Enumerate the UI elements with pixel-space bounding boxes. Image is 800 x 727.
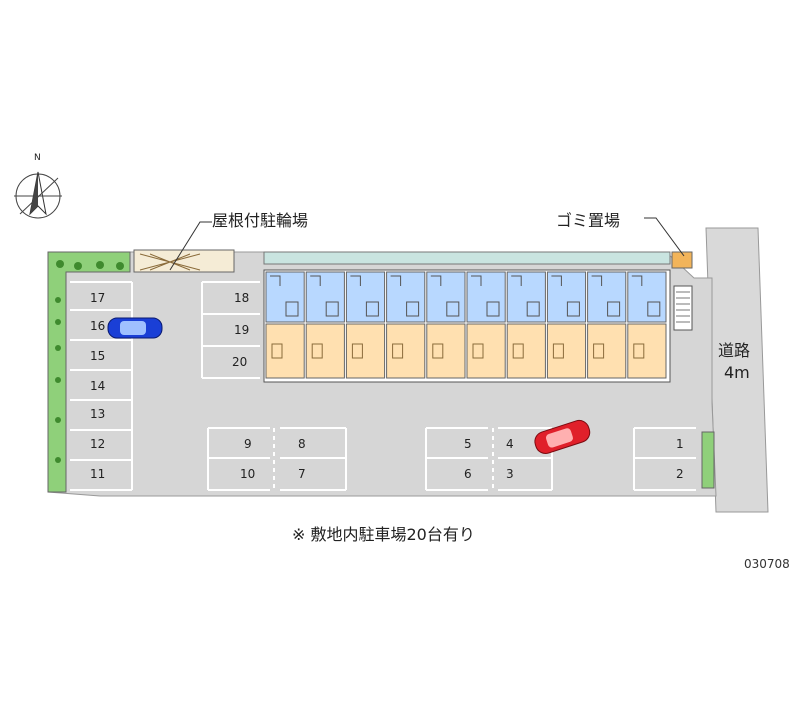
compass (14, 171, 62, 219)
garbage-area (671, 251, 693, 269)
shrubs (55, 260, 124, 463)
apartment-unit (546, 271, 587, 379)
slot-number-1: 1 (676, 437, 684, 451)
car-blue (107, 317, 163, 339)
stall-lines (70, 281, 696, 491)
stairs (673, 285, 693, 331)
fence (263, 251, 671, 265)
apartment-unit (587, 271, 627, 379)
garbage-leader (644, 217, 685, 257)
apartment-unit (305, 271, 345, 379)
slot-number-8: 8 (298, 437, 306, 451)
road-label-line1: 道路 (718, 341, 750, 360)
garbage-label: ゴミ置場 (556, 211, 620, 230)
slot-number-19: 19 (234, 323, 249, 337)
greenery-right (701, 431, 715, 489)
apartment-unit (345, 271, 386, 379)
slot-number-4: 4 (506, 437, 514, 451)
slot-number-9: 9 (244, 437, 252, 451)
slot-number-2: 2 (676, 467, 684, 481)
property-code: 030708 (744, 557, 790, 571)
road-label-line2: 4m (724, 363, 750, 382)
slot-number-14: 14 (90, 379, 105, 393)
slot-number-18: 18 (234, 291, 249, 305)
slot-number-17: 17 (90, 291, 105, 305)
slot-number-11: 11 (90, 467, 105, 481)
slot-number-6: 6 (464, 467, 472, 481)
slot-number-20: 20 (232, 355, 247, 369)
stair-steps (676, 291, 690, 323)
slot-number-16: 16 (90, 319, 105, 333)
shed-leader (169, 221, 212, 271)
apartment-unit (426, 271, 466, 379)
slot-number-5: 5 (464, 437, 472, 451)
apartment-unit (466, 271, 506, 379)
apartment-building (263, 269, 671, 383)
apartment-unit (265, 271, 305, 379)
slot-number-3: 3 (506, 467, 514, 481)
apartment-unit (627, 271, 667, 379)
bicycle-shed (133, 249, 235, 273)
parking-note: ※ 敷地内駐車場20台有り (292, 525, 475, 544)
bicycle-shed-label: 屋根付駐輪場 (212, 211, 308, 230)
apartment-unit (506, 271, 546, 379)
greenery-left (47, 251, 131, 493)
slot-number-7: 7 (298, 467, 306, 481)
slot-number-12: 12 (90, 437, 105, 451)
apartment-unit (386, 271, 426, 379)
slot-number-10: 10 (240, 467, 255, 481)
compass-north-label: N (34, 153, 41, 163)
car-red (534, 419, 591, 454)
slot-number-15: 15 (90, 349, 105, 363)
slot-number-13: 13 (90, 407, 105, 421)
shed-hatch (139, 253, 201, 271)
